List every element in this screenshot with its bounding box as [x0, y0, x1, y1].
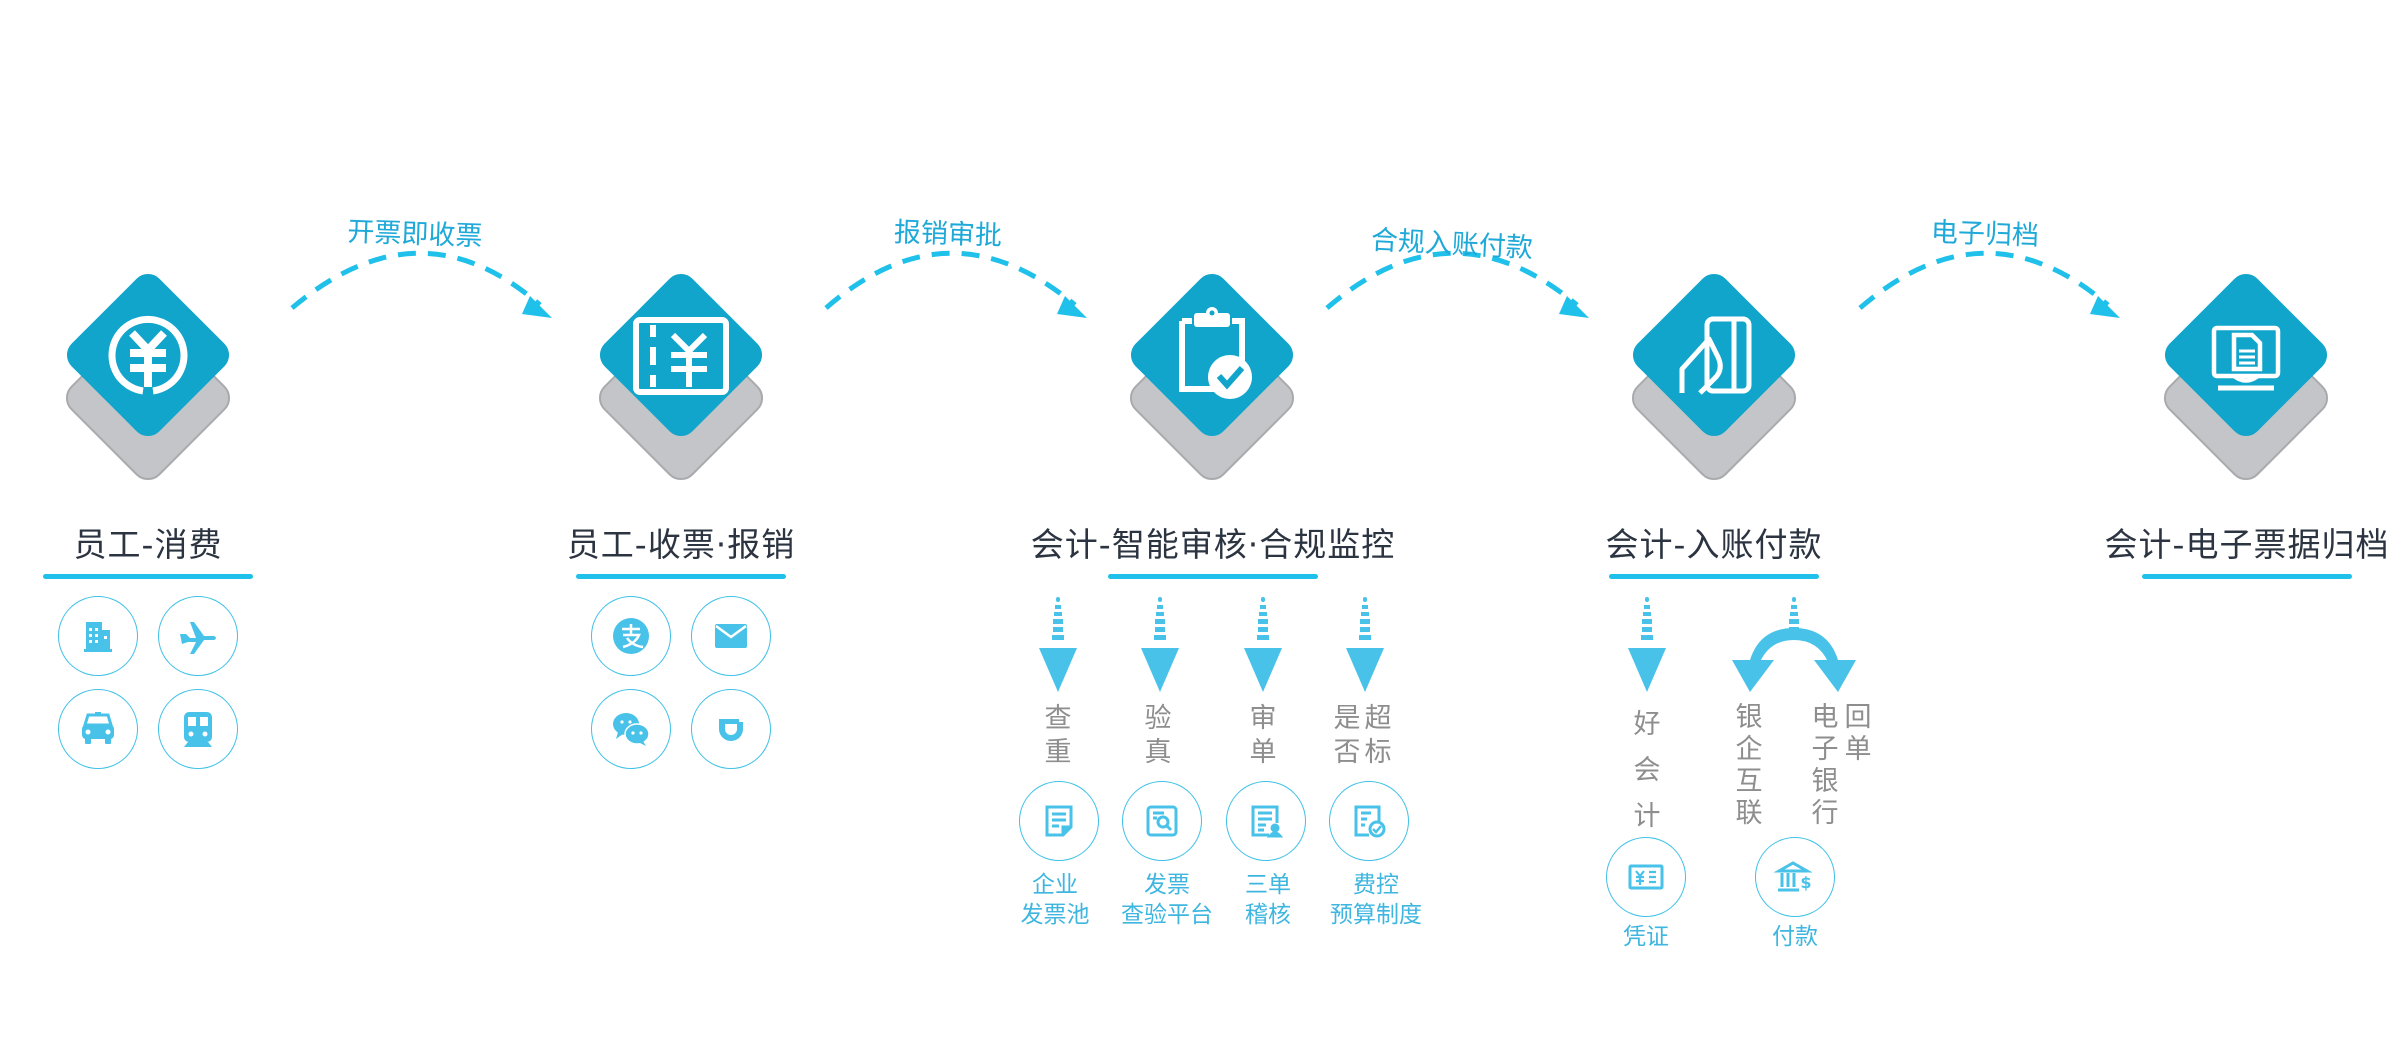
clipboard-check-icon [1179, 307, 1252, 399]
transition-label-2: 报销审批 [893, 217, 1003, 252]
channel-hotel[interactable] [58, 596, 138, 676]
tool-voucher[interactable] [1606, 837, 1686, 917]
bank-payment-icon: $ [1773, 861, 1813, 892]
invoice-ticket-icon [633, 317, 729, 395]
wechat-icon [613, 713, 650, 746]
stage-2-diamond [581, 255, 781, 495]
tool-invoice-verify-platform[interactable] [1122, 781, 1202, 861]
transition-arc-3 [1325, 250, 1579, 310]
didi-icon [719, 719, 743, 741]
stage-1-title: 员工-消费 [73, 525, 223, 564]
branch-label-haokuaiji: 好会计 [1633, 709, 1661, 832]
stage-5-underline [2142, 574, 2352, 579]
down-arrow-check-4 [1346, 597, 1384, 692]
airplane-icon [180, 622, 216, 654]
tool-payment[interactable]: $ [1755, 837, 1835, 917]
down-arrow-check-1 [1039, 597, 1077, 692]
transition-arc-2 [824, 250, 1077, 310]
stage-5-title: 会计-电子票据归档 [2104, 525, 2390, 564]
tool-label-three-way: 三单稽核 [1245, 872, 1291, 928]
stage-5-diamond [2146, 255, 2346, 495]
tool-invoice-pool[interactable] [1019, 781, 1099, 861]
stage-4-title: 会计-入账付款 [1605, 525, 1823, 564]
channel-wechat[interactable] [591, 689, 671, 769]
document-check-icon [1354, 805, 1386, 838]
tool-label-budget-control: 费控预算制度 [1330, 872, 1422, 928]
tool-label-verify-platform: 发票查验平台 [1121, 872, 1213, 928]
check-label-verify: 验真 [1144, 703, 1172, 768]
voucher-icon [1628, 864, 1664, 890]
stage-3-title: 会计-智能审核·合规监控 [1030, 525, 1396, 564]
train-icon [184, 712, 212, 747]
channel-alipay[interactable] [591, 596, 671, 676]
arrowhead-2 [1057, 296, 1087, 318]
check-label-audit: 审单 [1249, 703, 1277, 768]
transition-arc-4 [1858, 250, 2110, 310]
branch-label-e-bank: 电子银行 [1811, 702, 1839, 829]
channel-didi[interactable] [691, 689, 771, 769]
split-arrow-payment [1732, 597, 1856, 692]
arrowhead-1 [522, 296, 552, 318]
yuan-coin-icon [108, 315, 188, 395]
down-arrow-voucher [1628, 597, 1666, 692]
channel-email[interactable] [691, 596, 771, 676]
transition-arc-1 [290, 250, 542, 310]
transition-label-4: 电子归档 [1930, 217, 2040, 252]
email-icon [715, 624, 747, 648]
down-arrow-check-3 [1244, 597, 1282, 692]
arrowhead-3 [1559, 296, 1589, 318]
branch-label-receipt: 回单 [1844, 702, 1872, 765]
transition-label-3: 合规入账付款 [1370, 224, 1534, 265]
document-search-icon [1146, 805, 1178, 837]
stage-1-diamond [48, 255, 248, 495]
transition-label-1: 开票即收票 [346, 216, 483, 253]
tool-budget-control[interactable] [1329, 781, 1409, 861]
channel-train[interactable] [158, 689, 238, 769]
stage-4-underline [1609, 574, 1819, 579]
stage-3-underline [1108, 574, 1318, 579]
channel-flight[interactable] [158, 596, 238, 676]
stage-1-underline [43, 574, 253, 579]
tool-label-payment: 付款 [1772, 924, 1818, 950]
tool-label-invoice-pool: 企业发票池 [1020, 872, 1090, 928]
hotel-building-icon [84, 622, 112, 652]
down-arrow-check-2 [1141, 597, 1179, 692]
channel-taxi[interactable] [58, 689, 138, 769]
svg-text:$: $ [1800, 873, 1811, 892]
tool-label-voucher: 凭证 [1623, 924, 1669, 950]
branch-label-bank-enterprise-link: 银企互联 [1735, 702, 1763, 829]
arrowhead-4 [2090, 296, 2120, 318]
document-note-icon [1045, 805, 1073, 837]
check-label-overbudget-col2: 超标 [1364, 703, 1392, 768]
stage-4-diamond [1614, 255, 1814, 495]
stage-3-diamond [1112, 255, 1312, 495]
monitor-document-icon [2211, 325, 2281, 391]
hand-card-icon [1679, 316, 1752, 395]
document-user-icon [1251, 805, 1284, 838]
check-label-overbudget-col1: 是否 [1333, 703, 1361, 768]
stage-2-underline [576, 574, 786, 579]
stage-2-title: 员工-收票·报销 [566, 525, 796, 564]
tool-three-way-audit[interactable] [1226, 781, 1306, 861]
alipay-icon [613, 618, 649, 654]
taxi-icon [82, 712, 114, 744]
check-label-dedup: 查重 [1044, 703, 1072, 768]
